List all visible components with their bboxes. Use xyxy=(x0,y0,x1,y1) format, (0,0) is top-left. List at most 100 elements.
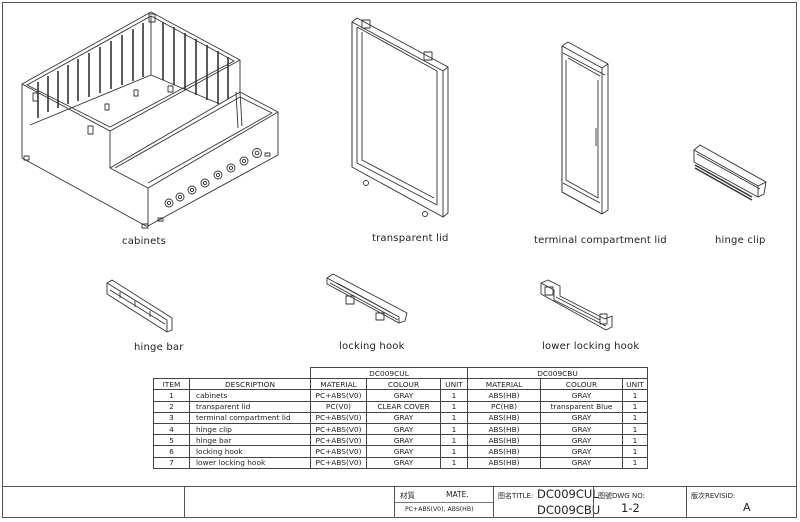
part-label-hinge-clip: hinge clip xyxy=(715,235,766,246)
title-label: 图名TITLE: xyxy=(498,492,534,500)
cell-material: PC+ABS(V0) xyxy=(310,434,367,447)
title-block: 材質 MATE. PC+ABS(V0), ABS(HB) 图名TITLE: DC… xyxy=(3,486,796,518)
hinge-bar-drawing xyxy=(106,279,173,333)
cell-unit: 1 xyxy=(440,389,468,402)
cell-material: PC+ABS(V0) xyxy=(310,422,367,436)
cell-colour-2: GRAY xyxy=(540,411,623,424)
title-line-1: DC009CUL xyxy=(537,487,599,501)
cell-unit-2: 1 xyxy=(622,400,648,413)
cell-material-2: ABS(HB) xyxy=(467,389,541,402)
cell-unit: 1 xyxy=(440,400,468,413)
cell-item: 3 xyxy=(153,411,190,424)
cell-description: terminal compartment lid xyxy=(189,411,311,424)
cell-description: cabinets xyxy=(189,389,311,402)
cell-colour-2: GRAY xyxy=(540,456,623,469)
cell-item: 1 xyxy=(153,389,190,402)
cell-unit: 1 xyxy=(440,422,468,436)
cell-colour: GRAY xyxy=(366,411,441,424)
part-label-transparent-lid: transparent lid xyxy=(372,233,449,244)
column-header-colour: COLOUR xyxy=(366,378,441,391)
material-cell: 材質 MATE. PC+ABS(V0), ABS(HB) xyxy=(394,487,493,518)
group-header-dc009cbu: DC009CBU xyxy=(467,366,648,380)
material-label-cn: 材質 xyxy=(400,491,415,500)
cell-item: 7 xyxy=(153,456,190,469)
cell-unit: 1 xyxy=(440,456,468,469)
revision-label: 版次REVISID: xyxy=(691,492,736,500)
table-header-row: ITEM DESCRIPTION MATERIAL COLOUR UNIT MA… xyxy=(153,378,648,391)
cell-material-2: ABS(HB) xyxy=(467,411,541,424)
material-label-en: MATE. xyxy=(446,490,469,499)
cell-material: PC+ABS(V0) xyxy=(310,389,367,402)
cell-material: PC+ABS(V0) xyxy=(310,411,367,424)
title-block-blank-cell xyxy=(184,487,394,518)
cell-colour: GRAY xyxy=(366,434,441,447)
cell-material-2: PC(HB) xyxy=(467,400,541,413)
bill-of-materials-table: DC009CUL DC009CBU ITEM DESCRIPTION MATER… xyxy=(153,366,648,469)
part-label-lower-locking-hook: lower locking hook xyxy=(542,341,640,352)
cell-description: hinge bar xyxy=(189,434,311,447)
cell-material: PC+ABS(V0) xyxy=(310,456,367,469)
cell-unit-2: 1 xyxy=(622,434,648,447)
cell-colour: CLEAR COVER xyxy=(366,400,441,413)
cell-unit: 1 xyxy=(440,411,468,424)
table-group-header-row: DC009CUL DC009CBU xyxy=(154,366,648,380)
part-label-locking-hook: locking hook xyxy=(339,341,405,352)
drawing-number-label: 图號DWG NO: xyxy=(598,492,645,500)
column-header-unit: UNIT xyxy=(440,378,468,391)
cell-item: 4 xyxy=(153,422,190,436)
cell-unit: 1 xyxy=(440,445,468,458)
lower-locking-hook-drawing xyxy=(540,279,613,331)
cell-description: hinge clip xyxy=(189,422,311,436)
column-header-unit-2: UNIT xyxy=(622,378,648,391)
drawing-number-value: 1-2 xyxy=(621,501,640,515)
cell-unit-2: 1 xyxy=(622,389,648,402)
cell-colour-2: transparent Blue xyxy=(540,400,623,413)
cell-material-2: ABS(HB) xyxy=(467,456,541,469)
cell-colour: GRAY xyxy=(366,422,441,436)
revision-cell: 版次REVISID: A xyxy=(686,487,796,518)
cell-colour: GRAY xyxy=(366,456,441,469)
hinge-clip-drawing xyxy=(693,144,767,201)
cell-description: locking hook xyxy=(189,445,311,458)
cell-unit-2: 1 xyxy=(622,445,648,458)
column-header-colour-2: COLOUR xyxy=(540,378,623,391)
cell-item: 5 xyxy=(153,434,190,447)
cell-colour: GRAY xyxy=(366,389,441,402)
column-header-description: DESCRIPTION xyxy=(189,378,311,391)
cell-unit: 1 xyxy=(440,434,468,447)
cell-colour-2: GRAY xyxy=(540,422,623,436)
terminal-compartment-lid-drawing xyxy=(561,41,609,215)
part-label-hinge-bar: hinge bar xyxy=(134,342,184,353)
cabinets-drawing xyxy=(21,11,279,229)
cell-colour-2: GRAY xyxy=(540,434,623,447)
cell-item: 6 xyxy=(153,445,190,458)
part-label-terminal-compartment-lid: terminal compartment lid xyxy=(534,235,667,246)
cell-colour-2: GRAY xyxy=(540,445,623,458)
transparent-lid-drawing xyxy=(351,17,449,218)
cell-material: PC(V0) xyxy=(310,400,367,413)
drawing-number-cell: 图號DWG NO: 1-2 xyxy=(593,487,686,518)
column-header-item: ITEM xyxy=(153,378,190,391)
material-value: PC+ABS(V0), ABS(HB) xyxy=(405,506,474,513)
cell-unit-2: 1 xyxy=(622,422,648,436)
column-header-material: MATERIAL xyxy=(310,378,367,391)
cell-unit-2: 1 xyxy=(622,456,648,469)
cell-material-2: ABS(HB) xyxy=(467,434,541,447)
title-line-2: DC009CBU xyxy=(537,503,601,517)
locking-hook-drawing xyxy=(326,273,408,324)
cell-description: transparent lid xyxy=(189,400,311,413)
cell-colour: GRAY xyxy=(366,445,441,458)
cell-item: 2 xyxy=(153,400,190,413)
cell-description: lower locking hook xyxy=(189,456,311,469)
column-header-material-2: MATERIAL xyxy=(467,378,541,391)
cell-material-2: ABS(HB) xyxy=(467,445,541,458)
revision-value: A xyxy=(743,501,751,514)
